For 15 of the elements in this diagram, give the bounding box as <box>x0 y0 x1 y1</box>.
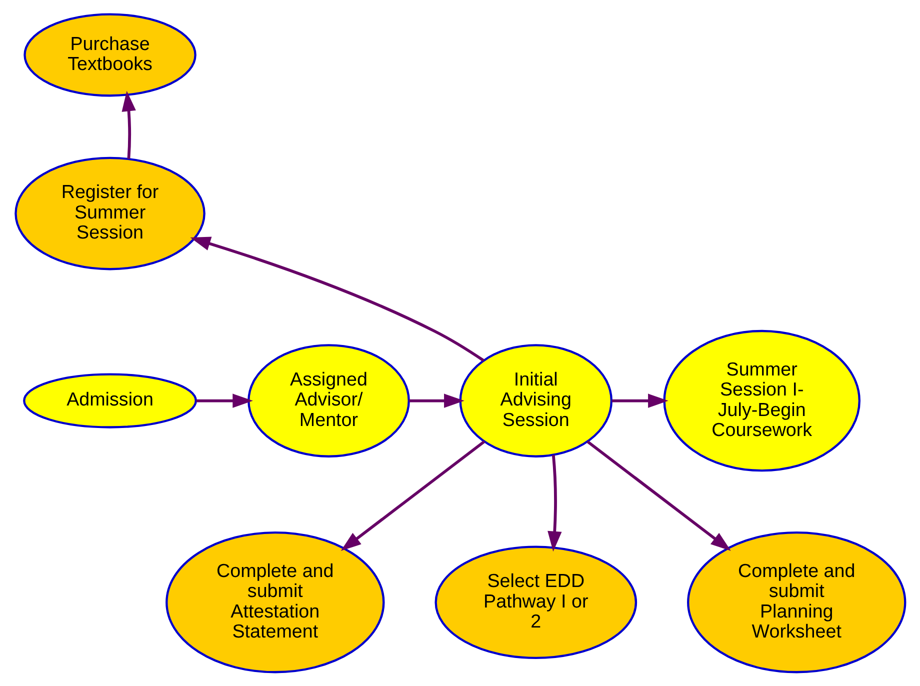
arrow <box>547 454 562 552</box>
node-ellipse: Summer Session I- July-Begin Coursework <box>662 330 860 472</box>
arrow <box>408 394 464 408</box>
node-ellipse: Purchase Textbooks <box>23 13 196 97</box>
arrow <box>190 236 484 362</box>
arrow <box>586 440 730 551</box>
node-ellipse: Initial Advising Session <box>458 344 612 458</box>
arrow <box>340 440 485 551</box>
arrow <box>611 394 668 408</box>
arrow <box>121 90 136 160</box>
node-ellipse: Assigned Advisor/ Mentor <box>247 344 410 458</box>
node-ellipse: Register for Summer Session <box>14 156 205 270</box>
node-ellipse: Admission <box>22 373 196 428</box>
node-ellipse: Select EDD Pathway I or 2 <box>434 546 637 660</box>
arrow <box>196 394 252 408</box>
